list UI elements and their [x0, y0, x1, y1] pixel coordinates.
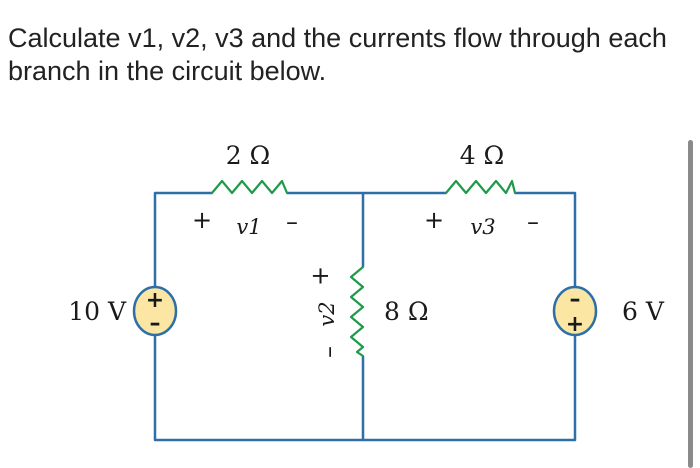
resistor-r1 — [210, 179, 289, 195]
top-wire-right — [515, 191, 577, 287]
source-right-bottom-sign: + — [566, 312, 584, 337]
resistor-r2 — [349, 265, 365, 358]
v3-plus-sign: + — [424, 206, 444, 234]
left-wire-bottom — [153, 335, 577, 442]
source-left: + – — [132, 285, 178, 337]
source-right-value-label: 6 V — [622, 297, 665, 326]
question-text: Calculate v1, v2, v3 and the currents fl… — [8, 23, 667, 86]
r2-value-label: 8 Ω — [384, 297, 429, 326]
source-right: – + — [552, 285, 598, 337]
source-right-body — [552, 285, 598, 337]
r1-value-label: 2 Ω — [226, 141, 271, 170]
v1-plus-sign: + — [192, 206, 212, 234]
v1-minus-sign: – — [286, 208, 298, 236]
v3-minus-sign: – — [527, 208, 539, 236]
v2-label: v2 — [315, 301, 339, 326]
source-left-top-sign: + — [146, 288, 164, 313]
source-right-top-sign: – — [570, 287, 581, 312]
v1-label: v1 — [236, 215, 261, 239]
scrollbar[interactable] — [688, 140, 693, 468]
v2-plus-sign: + — [306, 266, 334, 286]
resistor-r3 — [444, 179, 517, 195]
v2-minus-sign: – — [315, 346, 343, 358]
source-left-bottom-sign: – — [150, 311, 161, 336]
v3-label: v3 — [470, 215, 495, 239]
source-left-body — [132, 285, 178, 337]
top-wire-left — [153, 191, 212, 287]
r3-value-label: 4 Ω — [460, 141, 505, 170]
source-left-value-label: 10 V — [68, 297, 127, 326]
